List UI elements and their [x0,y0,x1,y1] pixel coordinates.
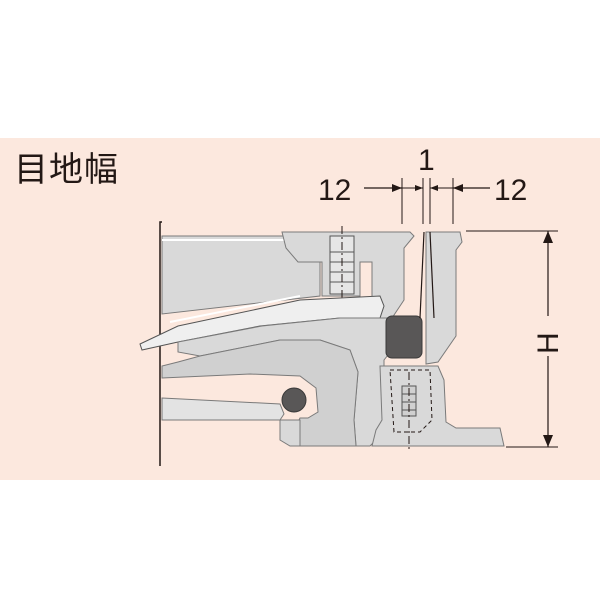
dim-arrowhead [543,231,553,243]
dim-label-left: 12 [318,174,351,207]
gap-line-right [429,231,435,319]
dim-label-gap: 1 [418,144,435,177]
dim-arrowhead [453,184,463,192]
right-base-dash [389,369,433,433]
height-label-bg [534,316,562,356]
round-gasket [281,387,307,413]
lower-base [279,419,301,447]
square-gasket [385,315,423,359]
right-base [371,365,505,447]
dim-arrowhead [543,435,553,447]
plate-line [169,295,301,323]
frame-outline [159,221,162,466]
heading: 目地幅 [14,150,119,190]
gap-line-left [419,231,425,319]
right-profile [425,231,463,365]
dim-arrowhead [392,184,402,192]
dim-arrowhead [415,185,423,191]
lower-ledge [161,397,285,421]
dim-label-right: 12 [494,174,527,207]
lower-profile [161,339,359,447]
dim-label-height: H [532,332,565,354]
